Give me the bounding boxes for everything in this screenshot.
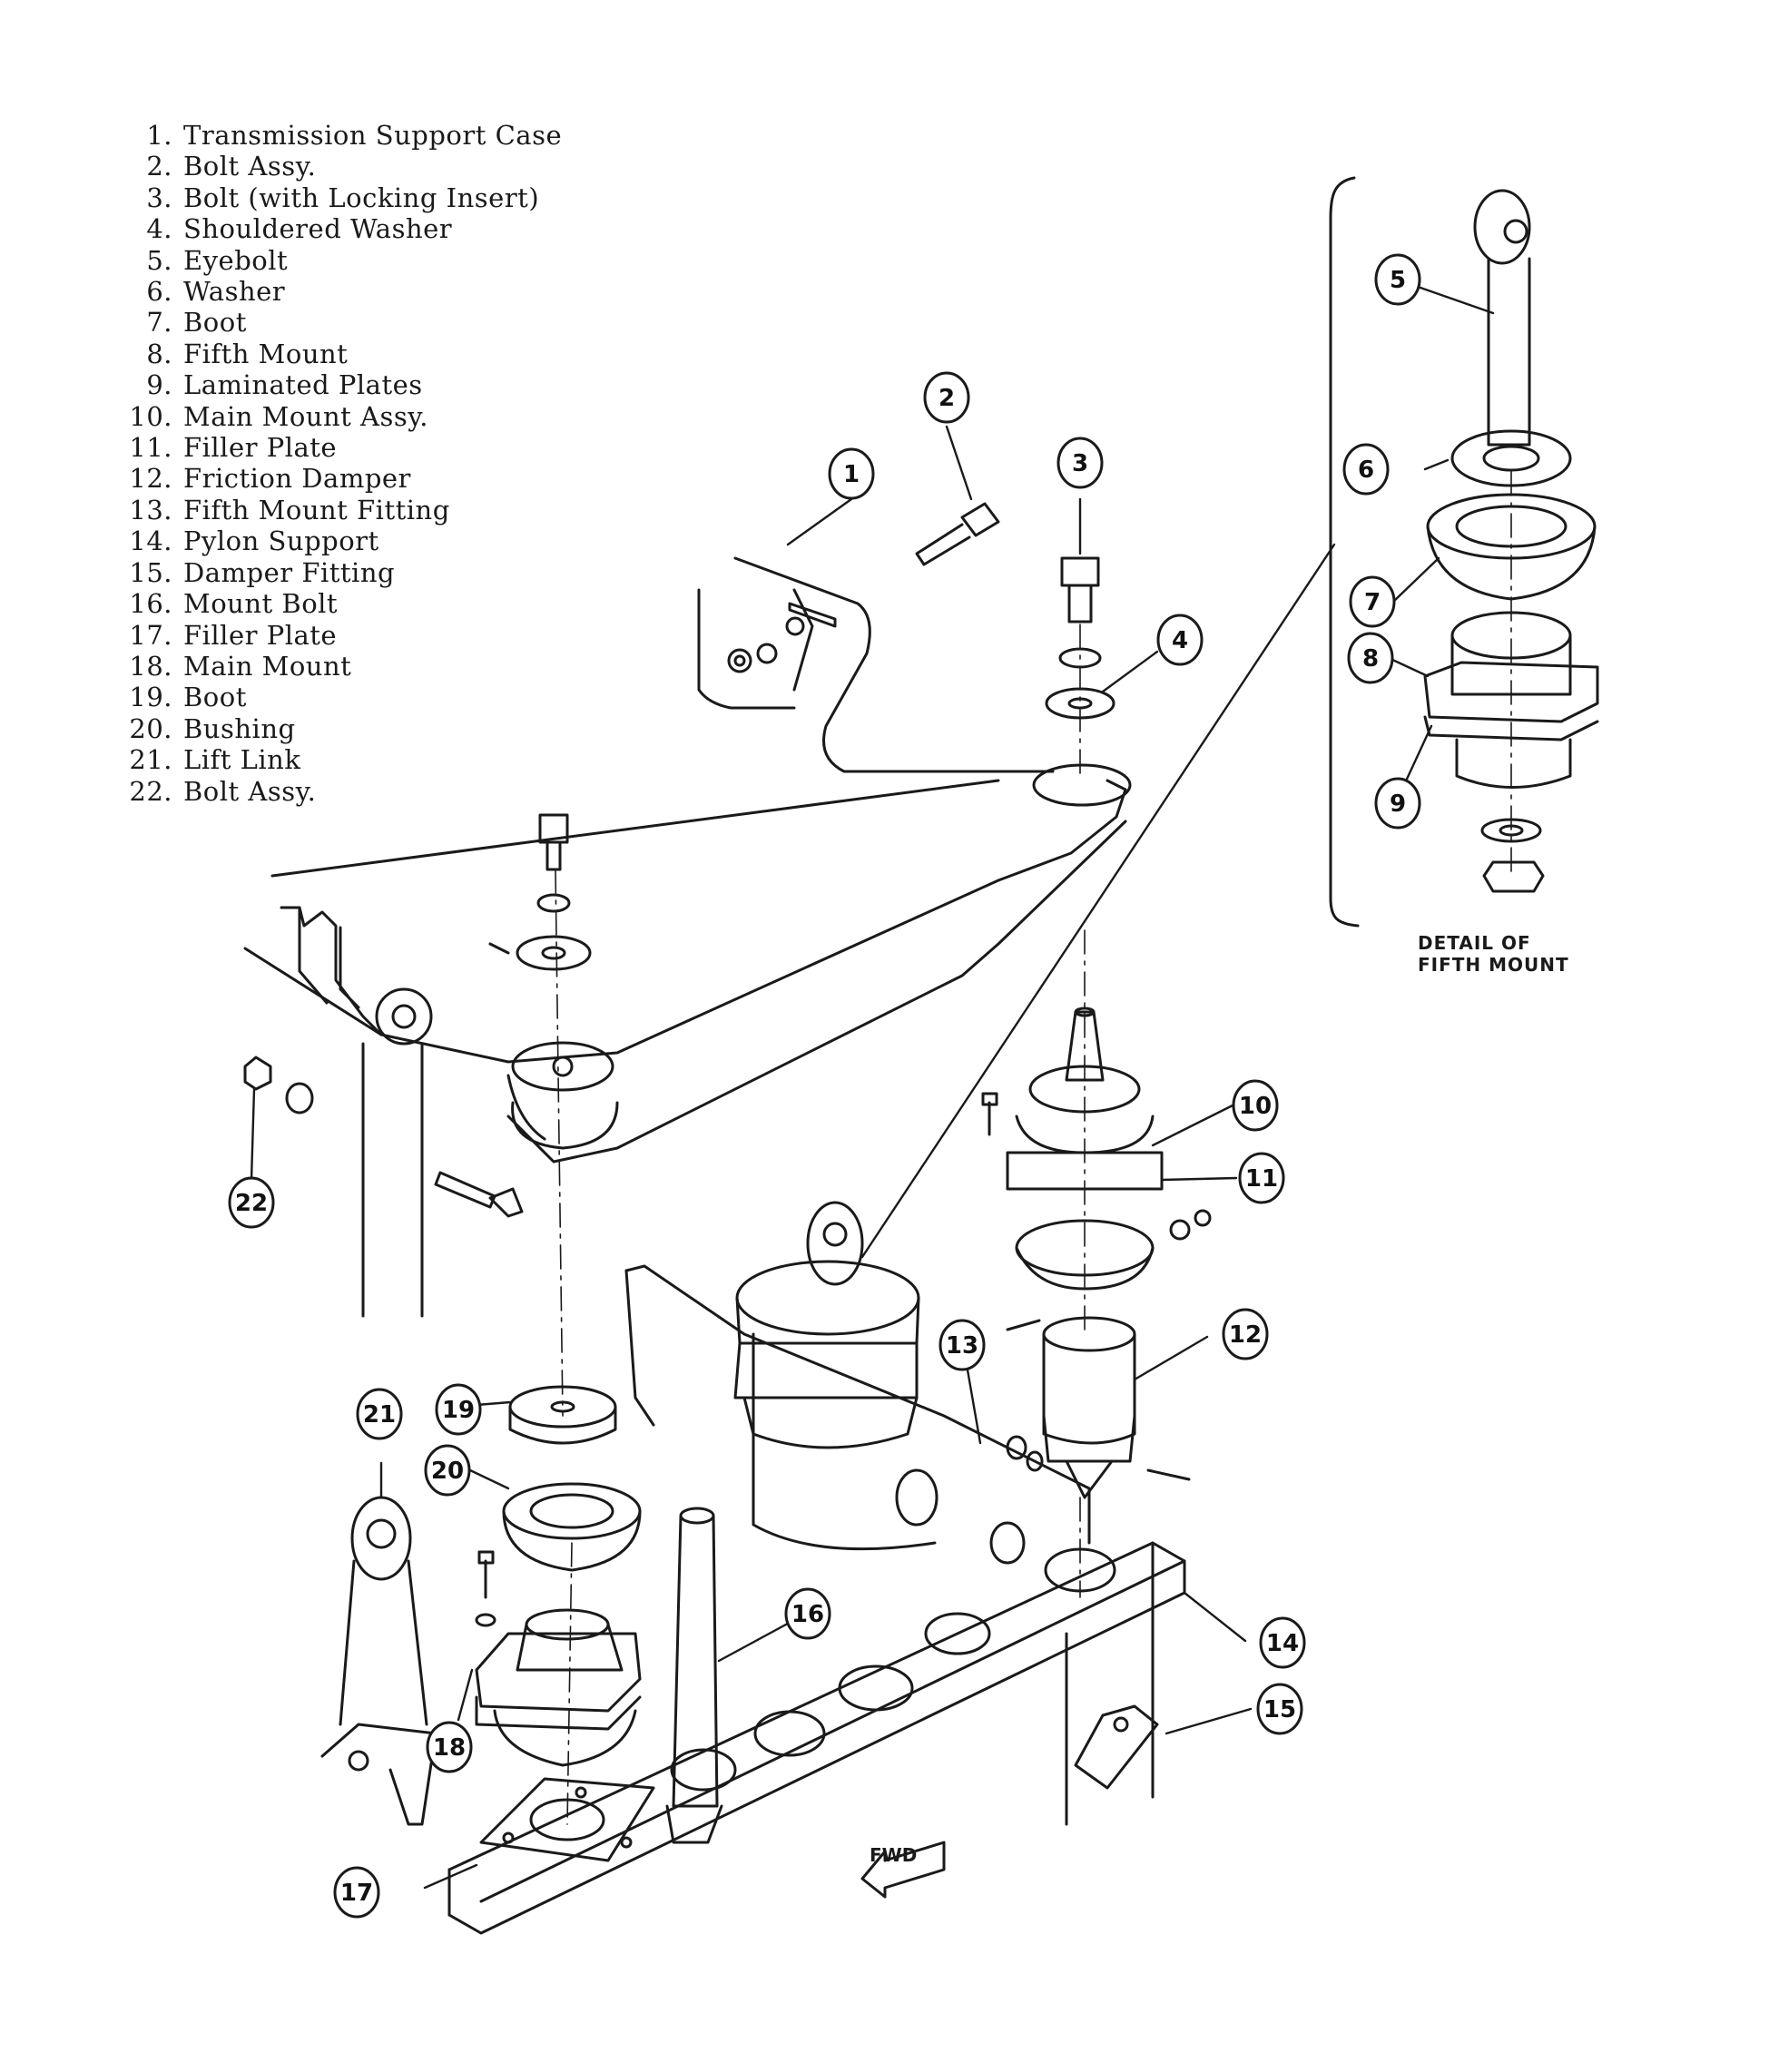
legend-item: 11.Filler Plate xyxy=(129,432,338,464)
callout-15: 15 xyxy=(1256,1683,1303,1735)
callout-12: 12 xyxy=(1222,1308,1269,1360)
detail-bracket xyxy=(1329,176,1360,928)
callout-21: 21 xyxy=(356,1388,403,1440)
legend-item: 12.Friction Damper xyxy=(129,463,411,495)
callout-number: 1 xyxy=(843,461,860,488)
legend-item: 13.Fifth Mount Fitting xyxy=(129,494,450,525)
callout-5: 5 xyxy=(1374,253,1421,306)
callout-number: 8 xyxy=(1362,645,1379,673)
callout-16: 16 xyxy=(784,1587,831,1640)
callout-11: 11 xyxy=(1238,1152,1285,1204)
legend-item: 10.Main Mount Assy. xyxy=(129,400,428,432)
legend-item: 16.Mount Bolt xyxy=(129,588,339,620)
callout-20: 20 xyxy=(424,1444,471,1497)
legend-item: 3.Bolt (with Locking Insert) xyxy=(146,182,540,213)
detail-caption: DETAIL OF FIFTH MOUNT xyxy=(1418,932,1569,976)
legend-item: 8.Fifth Mount xyxy=(146,338,349,369)
damper-fitting xyxy=(1074,1704,1159,1790)
callout-number: 6 xyxy=(1358,457,1374,484)
callout-number: 21 xyxy=(363,1401,396,1429)
friction-damper xyxy=(1042,1316,1136,1499)
callout-number: 22 xyxy=(235,1190,268,1217)
callout-14: 14 xyxy=(1259,1616,1306,1669)
centre-lines xyxy=(555,471,1512,1825)
callout-number: 7 xyxy=(1364,589,1381,616)
legend-item: 18.Main Mount xyxy=(129,650,352,682)
callout-10: 10 xyxy=(1232,1079,1279,1132)
lift-link-upper xyxy=(280,906,433,1318)
mount-stack-left xyxy=(511,813,619,1150)
filler-plate-lower xyxy=(479,1777,655,1862)
legend-item: 1.Transmission Support Case xyxy=(146,120,563,151)
callout-22: 22 xyxy=(228,1176,275,1229)
callout-2: 2 xyxy=(923,371,970,424)
callout-number: 13 xyxy=(946,1332,978,1360)
callout-number: 18 xyxy=(433,1734,466,1762)
legend-item: 14.Pylon Support xyxy=(129,525,379,557)
mount-bolt xyxy=(665,1507,723,1844)
callout-number: 10 xyxy=(1239,1093,1272,1120)
lift-link-lower xyxy=(320,1496,437,1826)
fwd-label: FWD xyxy=(870,1844,918,1866)
callout-17: 17 xyxy=(333,1866,380,1919)
callout-number: 17 xyxy=(340,1880,373,1907)
legend-item: 17.Filler Plate xyxy=(129,619,338,651)
forward-arrow xyxy=(860,1841,946,1899)
legend-item: 22.Bolt Assy. xyxy=(129,775,317,807)
main-mount-lower xyxy=(475,1385,642,1767)
callout-number: 4 xyxy=(1172,627,1188,654)
callout-18: 18 xyxy=(426,1721,473,1773)
fifth-mount-installed xyxy=(733,1201,920,1449)
fifth-mount-detail xyxy=(1423,189,1599,893)
legend-item: 15.Damper Fitting xyxy=(129,556,396,588)
callout-number: 16 xyxy=(791,1601,824,1628)
callout-number: 3 xyxy=(1072,450,1088,477)
legend-item: 7.Boot xyxy=(146,307,247,339)
legend-item: 19.Boot xyxy=(129,682,247,713)
legend-item: 2.Bolt Assy. xyxy=(146,151,317,182)
callout-9: 9 xyxy=(1374,777,1421,830)
callout-number: 14 xyxy=(1266,1630,1299,1657)
leader-lines xyxy=(250,286,1495,1890)
legend-item: 9.Laminated Plates xyxy=(146,369,423,401)
callout-8: 8 xyxy=(1347,632,1394,684)
callout-number: 15 xyxy=(1263,1696,1296,1723)
parts-legend: 1.Transmission Support Case 2.Bolt Assy.… xyxy=(116,120,562,807)
callout-6: 6 xyxy=(1342,443,1390,496)
callout-19: 19 xyxy=(435,1383,482,1436)
transmission-support-case xyxy=(697,556,1055,773)
callout-13: 13 xyxy=(939,1319,986,1371)
callout-number: 12 xyxy=(1229,1321,1262,1349)
callout-number: 20 xyxy=(431,1458,464,1485)
fifth-mount-fitting xyxy=(624,1264,1091,1565)
detail-caption-line1: DETAIL OF xyxy=(1418,932,1531,954)
legend-item: 21.Lift Link xyxy=(129,744,301,776)
detail-caption-line2: FIFTH MOUNT xyxy=(1418,954,1569,976)
legend-item: 5.Eyebolt xyxy=(146,244,289,276)
callout-number: 5 xyxy=(1390,267,1406,294)
legend-item: 4.Shouldered Washer xyxy=(146,213,453,245)
callout-4: 4 xyxy=(1156,614,1204,666)
callout-number: 9 xyxy=(1390,791,1406,818)
callout-7: 7 xyxy=(1349,575,1396,628)
support-arm xyxy=(243,779,1127,1164)
legend-item: 6.Washer xyxy=(146,276,286,308)
legend-item: 20.Bushing xyxy=(129,712,296,744)
callout-number: 2 xyxy=(939,385,955,412)
callout-number: 19 xyxy=(442,1397,475,1424)
callout-3: 3 xyxy=(1056,437,1104,489)
callout-number: 11 xyxy=(1245,1165,1278,1193)
callout-1: 1 xyxy=(828,447,875,500)
hardware xyxy=(243,502,1212,1627)
